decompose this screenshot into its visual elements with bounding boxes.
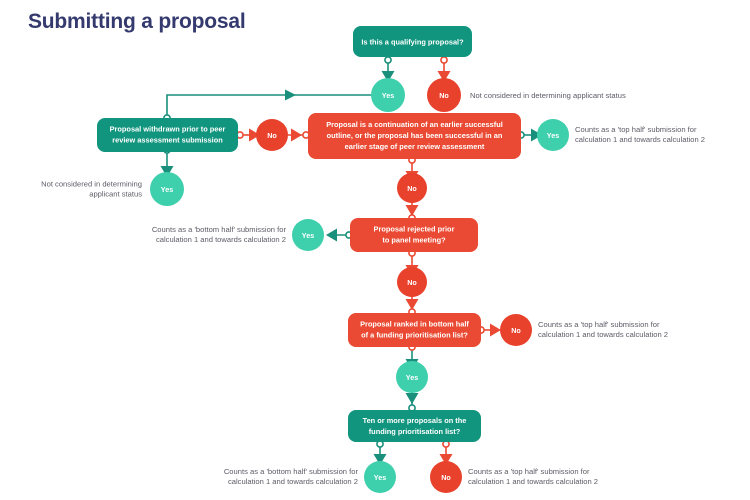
annotation-q6-no-line1: Counts as a 'top half' submission for bbox=[468, 467, 590, 476]
page-title: Submitting a proposal bbox=[28, 10, 246, 33]
answer-q5-yes[interactable]: Yes bbox=[396, 361, 428, 393]
answer-q3-no[interactable]: No bbox=[397, 173, 427, 203]
node-q1-qualifying-proposal[interactable]: Is this a qualifying proposal? bbox=[353, 26, 472, 57]
node-q3-line2: outline, or the proposal has been succes… bbox=[327, 131, 503, 140]
answer-q1-no-label: No bbox=[439, 91, 449, 100]
annotation-q4-yes-line2: calculation 1 and towards calculation 2 bbox=[156, 235, 286, 244]
node-q6-line1: Ten or more proposals on the bbox=[363, 416, 467, 425]
annotation-q2-yes: Not considered in determining applicant … bbox=[41, 180, 142, 199]
answer-q4-no-label: No bbox=[407, 278, 417, 287]
node-q3-proposal-continuation[interactable]: Proposal is a continuation of an earlier… bbox=[308, 113, 521, 159]
answer-q6-yes[interactable]: Yes bbox=[364, 461, 396, 493]
edge-q5-to-no bbox=[477, 323, 501, 337]
annotation-q6-no-line2: calculation 1 and towards calculation 2 bbox=[468, 477, 598, 486]
node-q2-line1: Proposal withdrawn prior to peer bbox=[110, 125, 226, 134]
annotation-q5-no-line2: calculation 1 and towards calculation 2 bbox=[538, 330, 668, 339]
answer-q1-yes[interactable]: Yes bbox=[371, 78, 405, 112]
edge-q2no-to-q3 bbox=[288, 128, 310, 142]
annotation-q6-no: Counts as a 'top half' submission for ca… bbox=[468, 467, 598, 486]
node-q6-ten-or-more-proposals[interactable]: Ten or more proposals on the funding pri… bbox=[348, 410, 481, 442]
answer-q2-yes[interactable]: Yes bbox=[150, 172, 184, 206]
answer-q2-yes-label: Yes bbox=[161, 185, 173, 194]
annotation-q5-no-line1: Counts as a 'top half' submission for bbox=[538, 320, 660, 329]
annotation-q1-no-line1: Not considered in determining applicant … bbox=[470, 91, 626, 100]
node-q4-line1: Proposal rejected prior bbox=[374, 225, 455, 234]
node-q4-line2: to panel meeting? bbox=[382, 236, 446, 245]
annotation-q1-no: Not considered in determining applicant … bbox=[470, 91, 626, 100]
answer-q4-no[interactable]: No bbox=[397, 267, 427, 297]
annotation-q6-yes-line1: Counts as a 'bottom half' submission for bbox=[224, 467, 359, 476]
answer-q6-yes-label: Yes bbox=[374, 473, 386, 482]
annotation-q4-yes-line1: Counts as a 'bottom half' submission for bbox=[152, 225, 287, 234]
edge-q1-to-no bbox=[437, 56, 451, 82]
answer-q4-yes[interactable]: Yes bbox=[292, 219, 324, 251]
answer-q6-no-label: No bbox=[441, 473, 451, 482]
answer-q3-yes[interactable]: Yes bbox=[537, 119, 569, 151]
edge-q4-to-yes bbox=[326, 228, 353, 242]
annotation-q3-yes: Counts as a 'top half' submission for ca… bbox=[575, 125, 705, 144]
node-q2-line2: review assessment submission bbox=[112, 136, 223, 145]
annotation-q2-yes-line1: Not considered in determining bbox=[41, 180, 142, 189]
node-q5-line1: Proposal ranked in bottom half bbox=[360, 320, 469, 329]
annotation-q3-yes-line1: Counts as a 'top half' submission for bbox=[575, 125, 697, 134]
annotation-q6-yes: Counts as a 'bottom half' submission for… bbox=[224, 467, 359, 486]
node-q2-proposal-withdrawn[interactable]: Proposal withdrawn prior to peer review … bbox=[97, 118, 238, 152]
node-q6-line2: funding prioritisation list? bbox=[369, 427, 461, 436]
answer-q1-yes-label: Yes bbox=[382, 91, 394, 100]
answer-q4-yes-label: Yes bbox=[302, 231, 314, 240]
node-q4-rejected-prior-panel[interactable]: Proposal rejected prior to panel meeting… bbox=[350, 218, 478, 252]
node-q5-line2: of a funding prioritisation list? bbox=[361, 331, 468, 340]
node-q3-line3: earlier stage of peer review assessment bbox=[345, 142, 485, 151]
node-q5-ranked-bottom-half[interactable]: Proposal ranked in bottom half of a fund… bbox=[348, 313, 481, 347]
annotation-q2-yes-line2: applicant status bbox=[89, 190, 142, 199]
node-q3-line1: Proposal is a continuation of an earlier… bbox=[326, 120, 503, 129]
node-q1-line1: Is this a qualifying proposal? bbox=[361, 38, 464, 47]
answer-q1-no[interactable]: No bbox=[427, 78, 461, 112]
answer-q5-no-label: No bbox=[511, 326, 521, 335]
answer-q3-no-label: No bbox=[407, 184, 417, 193]
answer-q2-no[interactable]: No bbox=[256, 119, 288, 151]
answer-q2-no-label: No bbox=[267, 131, 277, 140]
annotation-q3-yes-line2: calculation 1 and towards calculation 2 bbox=[575, 135, 705, 144]
answer-q5-yes-label: Yes bbox=[406, 373, 418, 382]
annotation-q5-no: Counts as a 'top half' submission for ca… bbox=[538, 320, 668, 339]
annotation-q4-yes: Counts as a 'bottom half' submission for… bbox=[152, 225, 287, 244]
answer-q5-no[interactable]: No bbox=[500, 314, 532, 346]
answer-q6-no[interactable]: No bbox=[430, 461, 462, 493]
answer-q3-yes-label: Yes bbox=[547, 131, 559, 140]
annotation-q6-yes-line2: calculation 1 and towards calculation 2 bbox=[228, 477, 358, 486]
